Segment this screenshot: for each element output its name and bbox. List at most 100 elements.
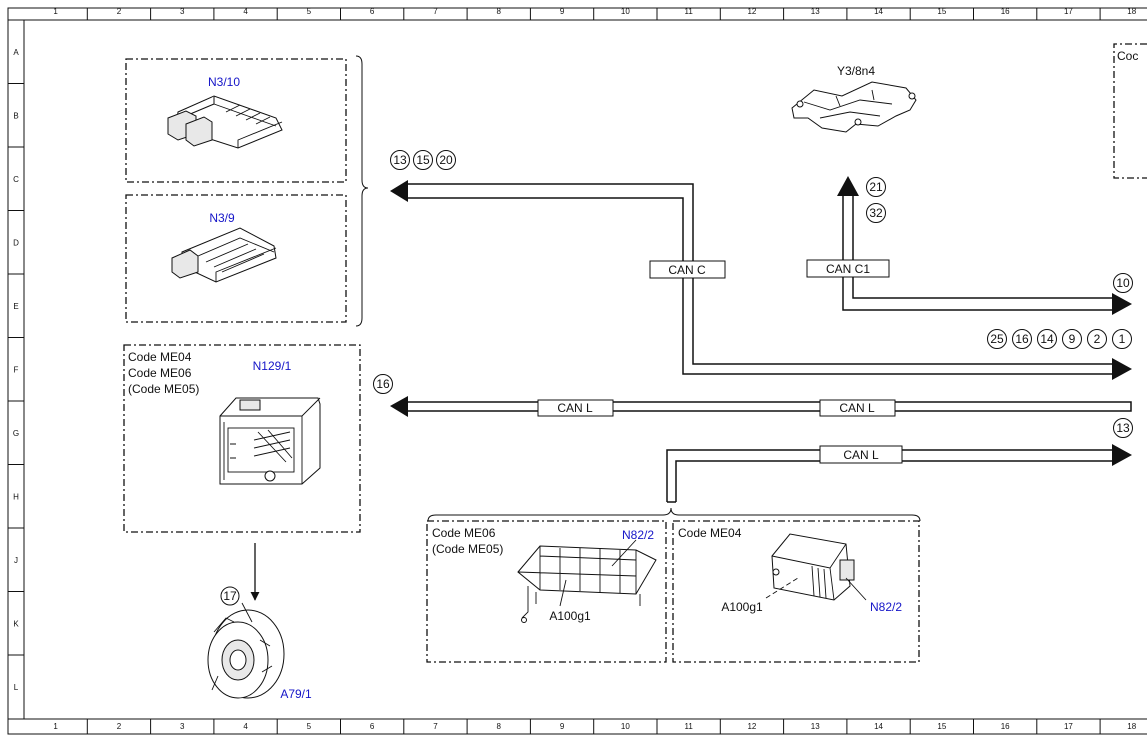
ref-number: 15	[413, 150, 433, 170]
brace	[355, 55, 369, 327]
ref-circle-a79	[220, 586, 240, 606]
ref-number: 20	[436, 150, 456, 170]
battery-right-box	[672, 520, 920, 663]
can-l-left-arrow	[390, 396, 408, 417]
ruler-col-label: 8	[497, 7, 502, 16]
ref-number-text: 25	[990, 332, 1004, 346]
can-c1-label: CAN C1	[826, 262, 870, 276]
code-me04-label: Code ME04	[128, 350, 192, 364]
ruler-row-label: L	[14, 683, 19, 692]
can-c1-right-arrow	[1112, 293, 1132, 315]
ref-number: 13	[1113, 418, 1133, 438]
ref-number: 21	[866, 177, 886, 197]
ref-number-text: 20	[439, 153, 453, 167]
ruler-col-label: 8	[497, 722, 502, 731]
n82-2-left-label: N82/2	[622, 528, 654, 542]
a79-1-group: 17 A79/1	[207, 586, 312, 701]
ruler-col-label: 10	[621, 7, 630, 16]
ruler-row-label: A	[13, 48, 19, 57]
ruler-col-label: 17	[1064, 7, 1073, 16]
n3-9-box	[125, 194, 347, 323]
ref-number: 1	[1112, 329, 1132, 349]
ruler-row-label: H	[13, 492, 19, 501]
ruler-row-label: E	[13, 302, 18, 311]
can-c1-up-arrow	[837, 176, 859, 196]
ruler-col-label: 15	[937, 722, 946, 731]
ref-number-text: 21	[869, 180, 883, 194]
can-l-lower-label: CAN L	[843, 448, 879, 462]
ref-number: 16	[1012, 329, 1032, 349]
battery-pack-left-icon	[517, 539, 657, 623]
ruler-col-label: 14	[874, 722, 883, 731]
ruler-col-label: 14	[874, 7, 883, 16]
ruler-col-label: 15	[937, 7, 946, 16]
can-c-bus: CAN C	[390, 180, 1132, 380]
y3-8n4-label: Y3/8n4	[837, 64, 875, 78]
ruler-col-label: 16	[1001, 7, 1010, 16]
can-l-left-label: CAN L	[557, 401, 593, 415]
ruler-col-label: 12	[747, 722, 756, 731]
a79-1-label: A79/1	[280, 687, 312, 701]
can-c-left-arrow	[390, 180, 408, 202]
ruler-col-label: 2	[117, 7, 122, 16]
ruler-col-label: 4	[243, 7, 248, 16]
ruler-col-label: 9	[560, 722, 565, 731]
ruler-col-label: 17	[1064, 722, 1073, 731]
can-l-lower-bus: CAN L	[427, 444, 1132, 522]
can-c1-bus: CAN C1	[806, 176, 1132, 315]
ruler-col-label: 10	[621, 722, 630, 731]
ref-a79: 17	[223, 589, 237, 603]
can-l-right-label: CAN L	[839, 401, 875, 415]
ruler-col-label: 11	[684, 7, 693, 16]
ruler-col-label: 7	[433, 722, 438, 731]
n3-9-label: N3/9	[209, 211, 235, 225]
a100g1-right-label: A100g1	[721, 600, 763, 614]
ruler-col-label: 4	[243, 722, 248, 731]
ref-number: 9	[1062, 329, 1082, 349]
n129-1-module-icon	[219, 397, 321, 485]
ruler-col-label: 1	[53, 722, 58, 731]
ref-number: 14	[1037, 329, 1057, 349]
ruler-row-label: D	[13, 238, 19, 247]
ruler-col-label: 6	[370, 722, 375, 731]
can-c-label: CAN C	[668, 263, 706, 277]
partial-code-label: Coc	[1117, 49, 1138, 63]
ruler-col-label: 9	[560, 7, 565, 16]
code-me04-battery-label: Code ME04	[678, 526, 742, 540]
y3-8n4-group: Y3/8n4	[791, 64, 917, 133]
ruler-row-label: J	[14, 556, 18, 565]
ruler-col-label: 18	[1127, 722, 1136, 731]
n129-1-box	[123, 344, 361, 533]
ref-number-text: 13	[1116, 421, 1130, 435]
battery-right-group: Code ME04 A100g1 N82/2	[672, 520, 920, 663]
ref-number-text: 16	[376, 377, 390, 391]
ref-number-text: 15	[416, 153, 430, 167]
ruler-col-label: 5	[307, 722, 312, 731]
ref-number: 16	[373, 374, 393, 394]
ref-number-text: 13	[393, 153, 407, 167]
ruler-row-label: B	[13, 111, 18, 120]
ref-number-text: 9	[1069, 332, 1076, 346]
ruler-row-label: G	[13, 429, 19, 438]
ruler-row-label: C	[13, 175, 19, 184]
y3-8n4-unit-icon	[791, 81, 917, 133]
can-l-bus: CAN L CAN L	[390, 396, 1132, 417]
ref-number: 25	[987, 329, 1007, 349]
code-me05-label: (Code ME05)	[128, 382, 199, 396]
a79-1-motor-icon	[207, 609, 285, 699]
ruler-col-label: 3	[180, 7, 185, 16]
engine-ecu-group: N3/10 N3/9	[125, 55, 369, 327]
ruler-col-label: 5	[307, 7, 312, 16]
ref-number-text: 16	[1015, 332, 1029, 346]
battery-left-box	[426, 520, 667, 663]
top-right-partial-group: Coc	[1113, 43, 1147, 179]
ref-number-text: 10	[1116, 276, 1130, 290]
grid-ruler: 1122334455667788991010111112121313141415…	[13, 7, 1137, 731]
ruler-col-label: 1	[53, 7, 58, 16]
ruler-col-label: 18	[1127, 7, 1136, 16]
n82-2-right-label: N82/2	[870, 600, 902, 614]
ref-number-text: 2	[1094, 332, 1101, 346]
n3-10-box	[125, 58, 347, 183]
